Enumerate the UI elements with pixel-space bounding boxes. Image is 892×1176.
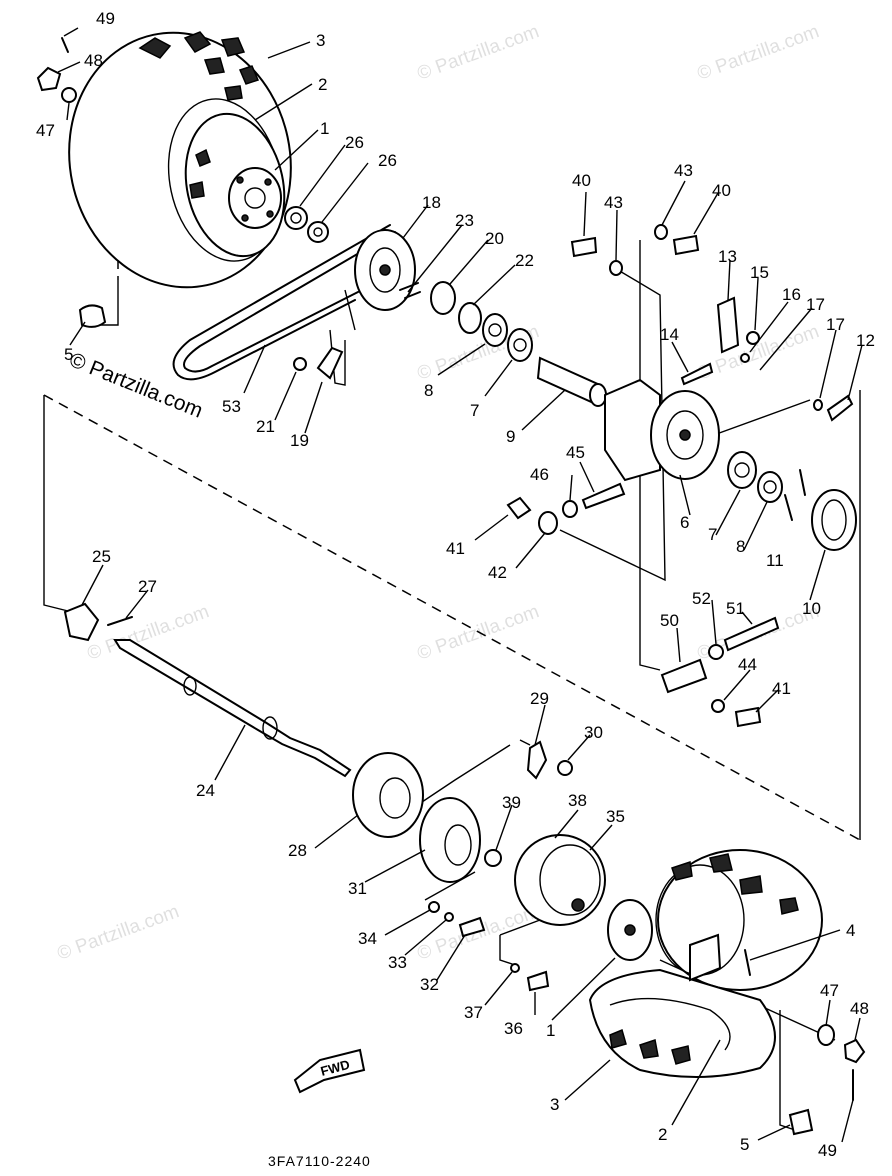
callout-41: 41 <box>446 539 465 558</box>
callout-9: 9 <box>506 427 515 446</box>
hub-bearing-group <box>430 224 857 728</box>
callout-41: 41 <box>772 679 791 698</box>
callout-26: 26 <box>378 151 397 170</box>
callout-26: 26 <box>345 133 364 152</box>
callout-46: 46 <box>530 465 549 484</box>
callout-20: 20 <box>485 229 504 248</box>
callout-40: 40 <box>712 181 731 200</box>
rear-axle <box>63 602 352 778</box>
watermark: © Partzilla.com <box>415 21 542 85</box>
callout-17: 17 <box>826 315 845 334</box>
callout-49: 49 <box>96 9 115 28</box>
callout-35: 35 <box>606 807 625 826</box>
callout-32: 32 <box>420 975 439 994</box>
callout-37: 37 <box>464 1003 483 1022</box>
callout-3: 3 <box>316 31 325 50</box>
fwd-arrow: FWD <box>293 1048 366 1094</box>
callout-12: 12 <box>856 331 875 350</box>
callout-4: 4 <box>846 921 855 940</box>
callout-6: 6 <box>680 513 689 532</box>
callout-49: 49 <box>818 1141 837 1160</box>
watermark: © Partzilla.com <box>415 601 542 665</box>
callout-16: 16 <box>782 285 801 304</box>
callout-5: 5 <box>740 1135 749 1154</box>
callout-27: 27 <box>138 577 157 596</box>
callout-17: 17 <box>806 295 825 314</box>
callout-50: 50 <box>660 611 679 630</box>
callout-23: 23 <box>455 211 474 230</box>
callout-2: 2 <box>318 75 327 94</box>
callout-21: 21 <box>256 417 275 436</box>
watermark: © Partzilla.com <box>55 901 182 965</box>
callout-10: 10 <box>802 599 821 618</box>
callout-28: 28 <box>288 841 307 860</box>
callout-14: 14 <box>660 325 679 344</box>
callout-30: 30 <box>584 723 603 742</box>
fwd-label: FWD <box>319 1057 351 1079</box>
callout-34: 34 <box>358 929 377 948</box>
callout-47: 47 <box>36 121 55 140</box>
watermark: © Partzilla.com <box>695 21 822 85</box>
diagram-code: 3FA7110-2240 <box>268 1153 371 1169</box>
watermark: © Partzilla.com <box>695 321 822 385</box>
callout-1: 1 <box>320 119 329 138</box>
rear-wheel-right <box>588 849 866 1136</box>
callout-25: 25 <box>92 547 111 566</box>
callout-45: 45 <box>566 443 585 462</box>
callout-labels: 49 48 47 3 2 1 26 26 5 18 23 20 22 8 7 9… <box>36 9 875 1160</box>
callout-47: 47 <box>820 981 839 1000</box>
callout-18: 18 <box>422 193 441 212</box>
callout-43: 43 <box>604 193 623 212</box>
callout-11: 11 <box>766 551 784 570</box>
callout-48: 48 <box>850 999 869 1018</box>
callout-24: 24 <box>196 781 215 800</box>
callout-1: 1 <box>546 1021 555 1040</box>
callout-43: 43 <box>674 161 693 180</box>
leader-lines <box>57 27 863 1143</box>
callout-31: 31 <box>348 879 367 898</box>
drive-chain-sprocket <box>172 224 421 381</box>
callout-48: 48 <box>84 51 103 70</box>
callout-40: 40 <box>572 171 591 190</box>
callout-5: 5 <box>64 345 73 364</box>
callout-53: 53 <box>222 397 241 416</box>
callout-3: 3 <box>550 1095 559 1114</box>
callout-29: 29 <box>530 689 549 708</box>
callout-36: 36 <box>504 1019 523 1038</box>
callout-52: 52 <box>692 589 711 608</box>
callout-51: 51 <box>726 599 745 618</box>
callout-38: 38 <box>568 791 587 810</box>
callout-19: 19 <box>290 431 309 450</box>
callout-33: 33 <box>388 953 407 972</box>
callout-7: 7 <box>708 525 717 544</box>
callout-13: 13 <box>718 247 737 266</box>
callout-42: 42 <box>488 563 507 582</box>
callout-7: 7 <box>470 401 479 420</box>
callout-8: 8 <box>736 537 745 556</box>
callout-15: 15 <box>750 263 769 282</box>
callout-22: 22 <box>515 251 534 270</box>
brake-cluster <box>352 740 606 992</box>
callout-8: 8 <box>424 381 433 400</box>
callout-44: 44 <box>738 655 757 674</box>
callout-2: 2 <box>658 1125 667 1144</box>
rear-wheel-left <box>36 31 329 328</box>
callout-39: 39 <box>502 793 521 812</box>
